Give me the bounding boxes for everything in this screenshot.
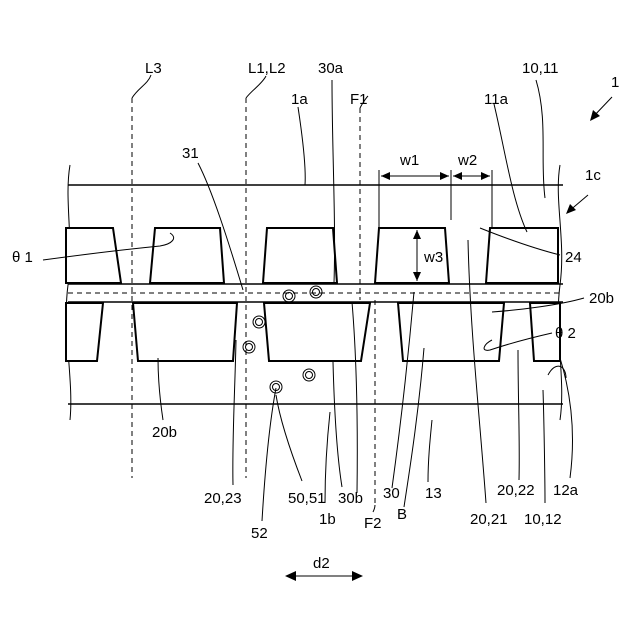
label-30: 30 (383, 485, 400, 502)
label-L1-L2: L1,L2 (248, 60, 286, 77)
dimension-w1-w2 (379, 170, 492, 228)
label-1b: 1b (319, 511, 336, 528)
d2-double-arrow (285, 571, 363, 581)
lower-block-1 (66, 303, 103, 361)
label-52: 52 (251, 525, 268, 542)
particle-circle-1 (283, 290, 295, 302)
upper-block-3 (263, 228, 337, 283)
label-theta1: θ 1 (12, 249, 33, 266)
particle-circle-3-inner (256, 319, 263, 326)
upper-block-2 (150, 228, 224, 283)
label-1c: 1c (585, 167, 601, 184)
label-50-51: 50,51 (288, 490, 326, 507)
leader-lines (43, 80, 584, 521)
particle-circle-5 (303, 369, 315, 381)
lower-block-4 (398, 303, 504, 361)
particle-circle-1-inner (286, 293, 293, 300)
label-F2: F2 (364, 515, 382, 532)
leader-F2 (373, 505, 375, 512)
label-11a: 11a (484, 91, 509, 108)
label-1a: 1a (291, 91, 308, 108)
label-20b-left: 20b (152, 424, 177, 441)
label-20-23: 20,23 (204, 490, 242, 507)
arrow-1 (590, 97, 612, 121)
label-L3: L3 (145, 60, 162, 77)
label-1: 1 (611, 74, 619, 91)
label-31: 31 (182, 145, 199, 162)
particle-circle-4 (243, 341, 255, 353)
label-10-11: 10,11 (522, 60, 558, 77)
lower-block-2 (133, 303, 237, 361)
label-30b: 30b (338, 490, 363, 507)
label-B: B (397, 506, 407, 523)
label-24: 24 (565, 249, 582, 266)
label-w2: w2 (457, 152, 477, 169)
label-20b-right: 20b (589, 290, 614, 307)
label-w3: w3 (423, 249, 443, 266)
label-d2: d2 (313, 555, 330, 572)
label-20-21: 20,21 (470, 511, 508, 528)
label-F1: F1 (350, 91, 368, 108)
label-10-12: 10,12 (524, 511, 562, 528)
arrow-1c (566, 195, 588, 214)
leader-L1-L2 (246, 76, 266, 98)
particle-circle-2 (310, 286, 322, 298)
label-w1: w1 (399, 152, 419, 169)
right-break-edge (558, 165, 561, 420)
label-20-22: 20,22 (497, 482, 535, 499)
upper-block-5 (486, 228, 558, 283)
particle-circle-4-inner (246, 344, 253, 351)
particle-circle-5-inner (306, 372, 313, 379)
particle-circle-6 (270, 381, 282, 393)
label-13: 13 (425, 485, 442, 502)
label-theta2: θ 2 (555, 325, 576, 342)
particle-circle-3 (253, 316, 265, 328)
label-30a: 30a (318, 60, 344, 77)
leader-L3 (132, 75, 151, 98)
particle-circle-2-inner (313, 289, 320, 296)
label-12a: 12a (553, 482, 579, 499)
